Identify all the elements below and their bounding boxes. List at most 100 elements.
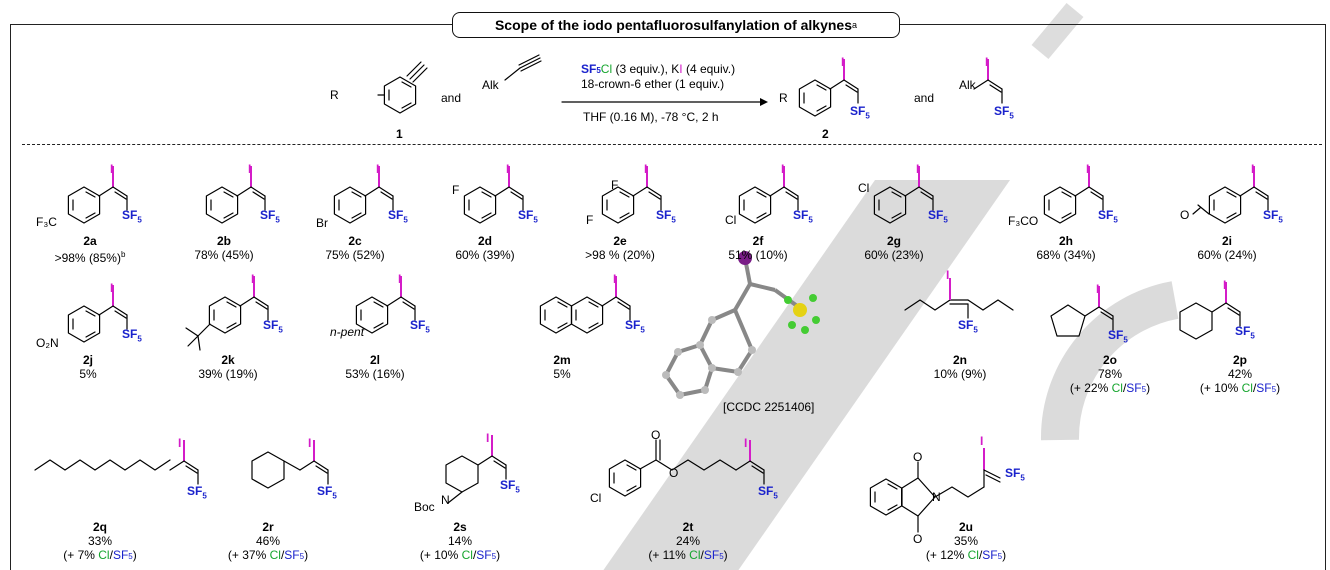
- compound-yield: 78%: [1097, 367, 1123, 381]
- sf5-label: SF5: [410, 318, 430, 334]
- r-label-product: R: [779, 91, 788, 105]
- sub-f-2d: F: [452, 183, 460, 197]
- compound-yield: 39% (19%): [198, 367, 258, 381]
- structure-2t: [608, 439, 765, 497]
- sf5-sub: 5: [808, 215, 813, 225]
- structure-2e: [601, 165, 662, 224]
- iodine-label: I: [781, 162, 785, 176]
- sf5-label: SF5: [625, 318, 645, 334]
- sf5-label: SF5: [122, 208, 142, 224]
- iodine-label: I: [1251, 162, 1255, 176]
- sf5-sub: 5: [403, 215, 408, 225]
- side-product: (+ 12% Cl/SF5): [896, 548, 1036, 564]
- scheme-title: Scope of the iodo pentafluorosulfanylati…: [452, 12, 900, 38]
- side-product-part: ): [496, 548, 501, 562]
- sf5-sub: 5: [1278, 215, 1283, 225]
- side-product-part: ): [304, 548, 309, 562]
- compound-label: 2p: [1232, 353, 1247, 367]
- structure-2u: [869, 448, 1001, 533]
- sf5-sub: 5: [275, 215, 280, 225]
- structure-2a: [67, 165, 128, 224]
- conditions: THF (0.16 M), -78 °C, 2 h: [583, 110, 719, 124]
- title-sup: a: [852, 20, 858, 30]
- sf5-sub: 5: [973, 325, 978, 335]
- compound-label: 2o: [1102, 353, 1117, 367]
- crystal-structure: [662, 251, 820, 399]
- structure-2k: [185, 275, 269, 351]
- iodine-label: I: [1223, 278, 1227, 292]
- iodine-label: I: [1086, 162, 1090, 176]
- structure-2f: [738, 165, 799, 224]
- sf5-label: SF5: [928, 208, 948, 224]
- iodine-label: I: [980, 434, 984, 448]
- reagent-sub: 5: [596, 66, 601, 75]
- sub-f3co: F₃CO: [1008, 214, 1039, 228]
- label-2: 2: [822, 127, 829, 141]
- side-product: (+ 10% Cl/SF5): [1170, 381, 1310, 397]
- compound-label: 2a: [83, 234, 97, 248]
- sf5-sub: 5: [773, 491, 778, 501]
- compound-label: 2n: [952, 353, 967, 367]
- sf5-label: SF5: [1098, 208, 1118, 224]
- side-product-part: /: [109, 548, 113, 562]
- compound-label: 2g: [886, 234, 901, 248]
- iodine-label: I: [613, 272, 617, 286]
- iodine-label: I: [946, 268, 950, 282]
- sf5-sub: 5: [202, 491, 207, 501]
- and-label-1: and: [441, 91, 462, 105]
- sub-f-2e-a: F: [611, 178, 619, 192]
- sf5-text: SF: [758, 484, 774, 498]
- compound-label: 2t: [682, 520, 694, 534]
- sf5-sub: 5: [640, 325, 645, 335]
- sf5-text: SF: [410, 318, 426, 332]
- iodine-label: I: [916, 162, 920, 176]
- sf5-sub: 5: [1123, 335, 1128, 345]
- sf5-label: SF5: [518, 208, 538, 224]
- sf5-text: SF: [656, 208, 672, 222]
- sf5-text: SF: [1098, 208, 1114, 222]
- sf5-text: SF: [994, 104, 1010, 118]
- sf5-sub: 5: [1250, 331, 1255, 341]
- sf5-label: SF5: [656, 208, 676, 224]
- compound-label: 2s: [453, 520, 467, 534]
- side-product-part: 5: [719, 552, 724, 561]
- compound-yield: 24%: [675, 534, 701, 548]
- compound-label: 2u: [958, 520, 973, 534]
- side-product-part: /: [1122, 381, 1127, 395]
- reagent-line: SF5Cl (3 equiv.), KI (4 equiv.): [581, 62, 735, 78]
- sub-f3c: F₃C: [36, 215, 57, 229]
- compound-label: 2h: [1058, 234, 1073, 248]
- side-product-part: Cl: [689, 548, 701, 562]
- sf5-text: SF: [958, 318, 974, 332]
- sf5-text: SF: [928, 208, 944, 222]
- iodine-label: I: [178, 436, 182, 450]
- compound-caption: 2a>98% (85%)b: [20, 234, 160, 265]
- sf5-label: SF5: [388, 208, 408, 224]
- iodine-label: I: [110, 281, 114, 295]
- side-product-part: (+ 37%: [227, 548, 270, 562]
- side-product-part: SF: [982, 548, 998, 562]
- sf5-sub: 5: [425, 325, 430, 335]
- side-product-part: /: [472, 548, 477, 562]
- structure-2h: [1043, 165, 1104, 224]
- compound-yield: 60% (23%): [864, 248, 924, 262]
- side-product-part: /: [700, 548, 704, 562]
- sf5-text: SF: [388, 208, 404, 222]
- sub-br: Br: [316, 216, 328, 230]
- sf5-text: SF: [1005, 466, 1021, 480]
- sf5-sub: 5: [1113, 215, 1118, 225]
- sub-o-2t-a: O: [651, 428, 661, 442]
- sub-o: O: [1180, 208, 1190, 222]
- side-product-part: Cl: [967, 548, 979, 562]
- compound-yield: 10% (9%): [933, 367, 987, 381]
- sf5-text: SF: [625, 318, 641, 332]
